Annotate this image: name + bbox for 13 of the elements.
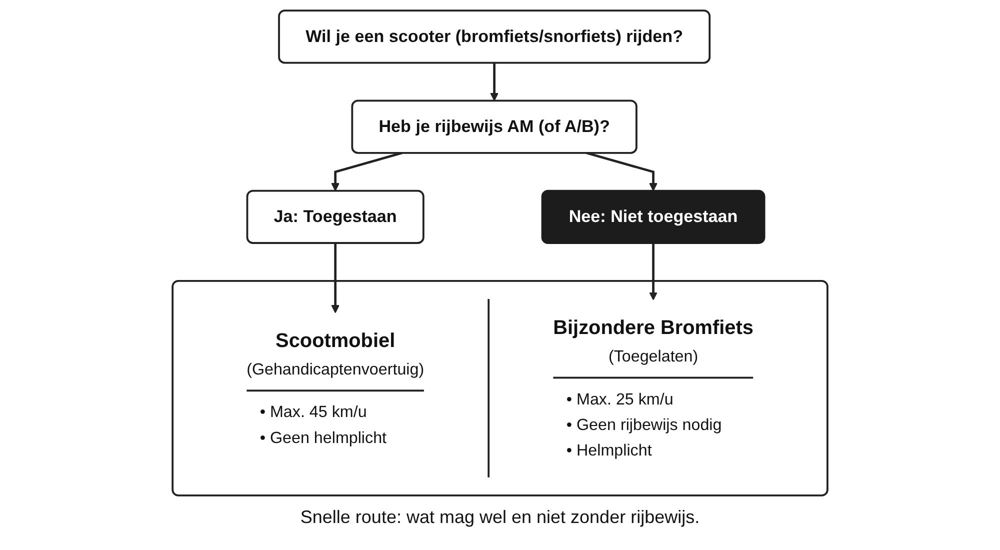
node-text: Bijzondere Bromfiets (Toegelaten) • Max. 25 km/u • Geen rijbewijs nodig • Helmplicht bbox=[553, 316, 754, 459]
node-box: Wil je een scooter (bromfiets/snorfiets) rijden? bbox=[278, 9, 711, 64]
caption: Snelle route: wat mag wel en niet zonder rijbewijs. bbox=[300, 507, 700, 528]
cluster bbox=[172, 280, 828, 496]
node-text: Scootmobiel (Gehandicaptenvoertuig) • Max. 45 km/u • Geen helmplicht bbox=[246, 329, 424, 446]
node-box: Nee: Niet toegestaan bbox=[541, 189, 766, 244]
arrow bbox=[586, 151, 658, 191]
node-box: Ja: Toegestaan bbox=[246, 189, 424, 244]
arrow bbox=[649, 242, 658, 300]
arrow bbox=[490, 62, 498, 101]
node-box: Heb je rijbewijs AM (of A/B)? bbox=[351, 99, 638, 154]
arrow bbox=[331, 242, 340, 313]
arrow bbox=[331, 151, 403, 191]
